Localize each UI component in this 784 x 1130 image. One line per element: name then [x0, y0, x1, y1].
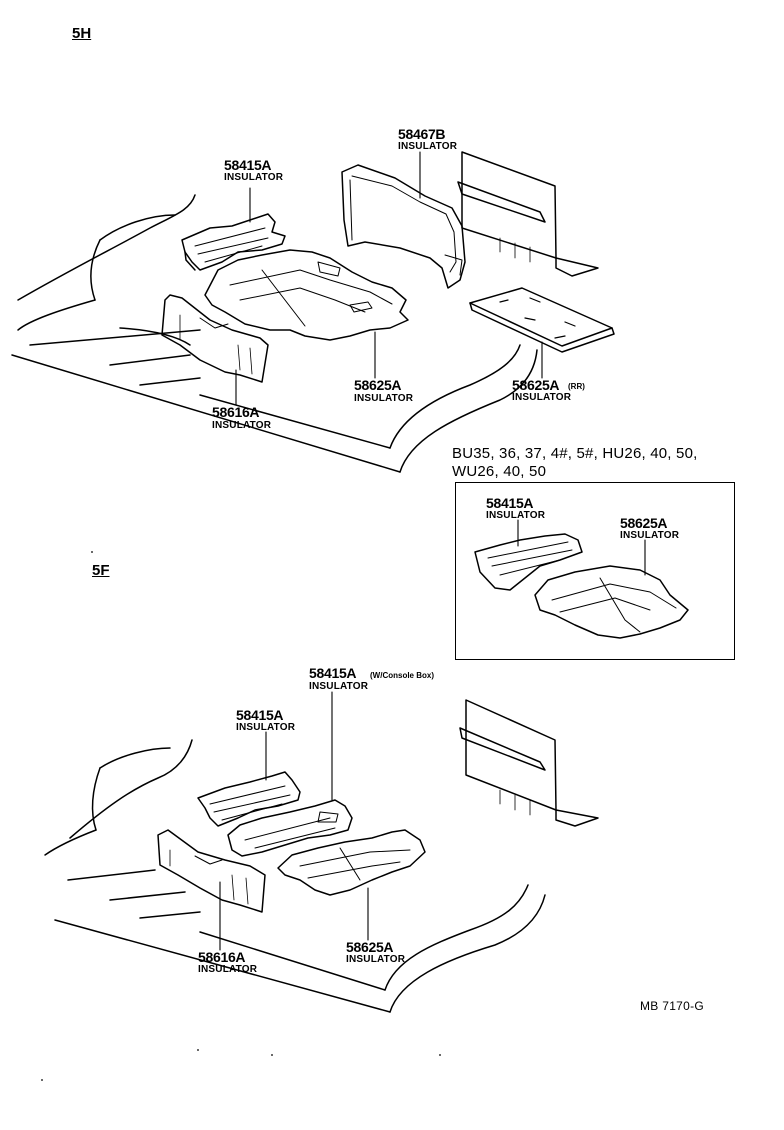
inset-58415a-shape	[474, 533, 583, 591]
bottom-floor-panel	[44, 739, 546, 1013]
part-number: 58415A	[224, 157, 272, 173]
part-number: 58625A	[512, 377, 560, 393]
part-number: 58616A	[198, 949, 246, 965]
part-name: INSULATOR	[620, 530, 680, 541]
top-58467b-shape	[341, 164, 466, 289]
top-leader-lines	[235, 151, 543, 406]
part-number: 58415A	[236, 707, 284, 723]
bottom-58616a-shape	[157, 829, 266, 913]
part-number: 58467B	[398, 126, 446, 142]
part-name: INSULATOR	[198, 964, 258, 975]
part-name: INSULATOR	[224, 172, 284, 183]
top-58616a-shape	[161, 294, 269, 383]
inset-58625a-shape	[534, 565, 689, 639]
part-number: 58625A	[346, 939, 394, 955]
part-number: 58616A	[212, 404, 260, 420]
top-58625a-rr-shape	[469, 287, 615, 353]
top-floor-panel	[11, 194, 538, 473]
inset-applicability-line1: BU35, 36, 37, 4#, 5#, HU26, 40, 50,	[452, 445, 698, 462]
part-name: INSULATOR	[512, 392, 572, 403]
part-name: INSULATOR	[236, 722, 296, 733]
top-58415a-shape	[181, 213, 286, 271]
part-suffix: (W/Console Box)	[370, 671, 434, 680]
figure-code: MB 7170-G	[640, 999, 705, 1013]
part-number: 58415A	[486, 495, 534, 511]
part-number: 58625A	[620, 515, 668, 531]
part-number: 58415A	[309, 665, 357, 681]
top-58625a-shape	[204, 249, 409, 341]
scan-specks	[41, 551, 441, 1081]
bottom-side-panel	[459, 699, 599, 827]
part-name: INSULATOR	[398, 141, 458, 152]
bottom-leader-lines	[219, 691, 369, 951]
part-name: INSULATOR	[486, 510, 546, 521]
top-side-panel	[457, 151, 599, 277]
bottom-58415a-console-shape	[227, 799, 353, 857]
inset-leader-lines	[517, 519, 646, 576]
part-name: INSULATOR	[309, 681, 369, 692]
part-name: INSULATOR	[354, 393, 414, 404]
bottom-58625a-shape	[277, 829, 426, 896]
inset-applicability-line2: WU26, 40, 50	[452, 463, 547, 480]
inset-box	[455, 482, 735, 660]
part-suffix: (RR)	[568, 382, 585, 391]
section-label-5h: 5H	[72, 25, 92, 42]
part-number: 58625A	[354, 377, 402, 393]
section-label-5f: 5F	[92, 562, 110, 579]
bottom-58415a-shape	[197, 771, 301, 827]
part-name: INSULATOR	[212, 420, 272, 431]
part-name: INSULATOR	[346, 954, 406, 965]
